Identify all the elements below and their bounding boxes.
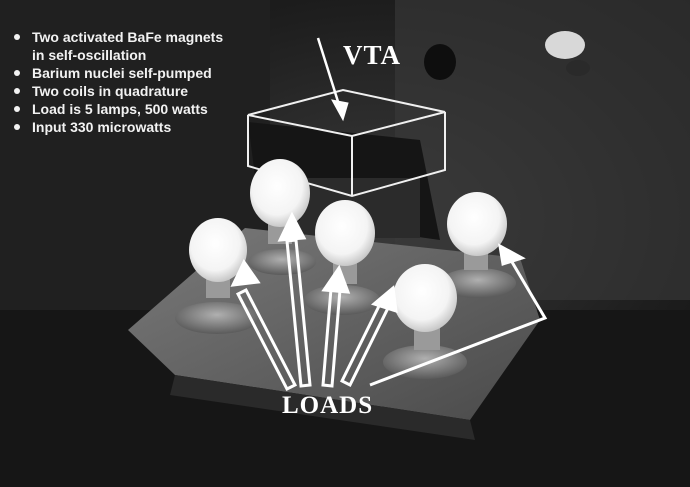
loads-arrow-5 xyxy=(369,243,548,387)
bullet-text: Two activated BaFe magnets xyxy=(32,29,224,45)
vta-label: VTA xyxy=(343,40,402,70)
bullet-list: Two activated BaFe magnets in self-oscil… xyxy=(12,28,223,136)
loads-arrow-3 xyxy=(321,264,351,388)
loads-label: LOADS xyxy=(282,392,374,419)
bullet-item: Load is 5 lamps, 500 watts xyxy=(12,100,223,118)
light-bulb-5 xyxy=(393,264,457,350)
loads-arrow-1 xyxy=(230,259,298,392)
bullet-text: Barium nuclei self-pumped xyxy=(32,65,212,81)
loads-arrow-4 xyxy=(339,285,398,388)
bullet-text: Two coils in quadrature xyxy=(32,83,189,99)
bullet-dot-icon xyxy=(14,34,20,40)
knob-shadow xyxy=(566,60,590,76)
knob-light xyxy=(545,31,585,59)
bullet-item: Two coils in quadrature xyxy=(12,82,223,100)
panel-hole xyxy=(424,44,456,80)
bullet-dot-icon xyxy=(14,70,20,76)
light-bulb-1 xyxy=(189,218,247,298)
bullet-item: Two activated BaFe magnets in self-oscil… xyxy=(12,28,223,64)
light-bulb-4 xyxy=(447,192,507,270)
bullet-item: Input 330 microwatts xyxy=(12,118,223,136)
loads-arrow-2 xyxy=(277,211,312,388)
bullet-text: Input 330 microwatts xyxy=(32,119,172,135)
bullet-dot-icon xyxy=(14,124,20,130)
bullet-item: Barium nuclei self-pumped xyxy=(12,64,223,82)
vta-pointer-arrow xyxy=(316,37,349,122)
loads-arrows xyxy=(230,211,548,392)
lamp-base-board-shadow xyxy=(170,375,475,440)
bullet-text-continuation: in self-oscillation xyxy=(32,47,147,63)
bullet-text: Load is 5 lamps, 500 watts xyxy=(32,101,208,117)
vta-outline-box xyxy=(247,88,446,198)
bullet-dot-icon xyxy=(14,88,20,94)
bullet-dot-icon xyxy=(14,106,20,112)
